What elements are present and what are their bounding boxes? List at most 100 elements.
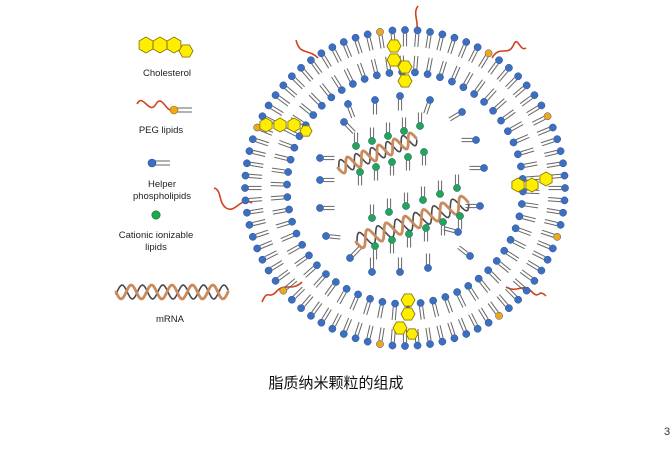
inner-phospholipid <box>280 229 301 242</box>
inner-phospholipid <box>357 62 369 83</box>
inner-phospholipid <box>436 60 447 82</box>
legend-label-mrna: mRNA <box>156 314 184 325</box>
page-number: 3 <box>664 426 671 438</box>
cationic-lipid <box>388 158 396 176</box>
cholesterol-ring <box>511 177 525 193</box>
outer-phospholipid <box>307 56 323 75</box>
inner-phospholipid <box>448 65 461 86</box>
cholesterol-ring <box>273 117 287 133</box>
outer-phospholipid <box>512 81 531 98</box>
inner-phospholipid <box>270 180 291 189</box>
outer-phospholipid <box>425 327 434 348</box>
outer-phospholipid <box>468 313 482 333</box>
outer-phospholipid <box>351 33 363 55</box>
peg-chain <box>295 39 319 59</box>
outer-phospholipid <box>248 229 270 241</box>
cholesterol-ring <box>397 60 413 74</box>
cationic-lipid <box>400 117 408 135</box>
inner-phospholipid <box>377 298 387 319</box>
cationic-lipid <box>456 212 464 230</box>
outer-phospholipid <box>536 123 557 136</box>
peg-lipid-legend-icon <box>136 99 192 115</box>
outer-phospholipid <box>288 286 306 304</box>
core-helper-lipid <box>396 257 404 276</box>
inner-phospholipid <box>299 103 318 119</box>
cationic-lipid <box>385 198 393 216</box>
cholesterol-ring <box>178 44 194 58</box>
cationic-lipid-legend-icon <box>151 210 161 220</box>
inner-lipid-layer <box>270 55 540 321</box>
cationic-lipid <box>402 192 410 210</box>
cationic-lipid <box>384 122 392 140</box>
inner-phospholipid <box>411 55 419 77</box>
inner-phospholipid <box>363 294 374 316</box>
inner-phospholipid <box>336 284 351 305</box>
legend-label-peg-lipids: PEG lipids <box>138 125 184 136</box>
legend-label-cholesterol: Cholesterol <box>142 68 192 79</box>
outer-phospholipid <box>531 250 552 264</box>
legend-label-helper-phospholipids: Helper phospholipids <box>132 179 192 202</box>
core-helper-lipid <box>344 100 356 119</box>
peg-lipid <box>376 327 385 348</box>
cationic-lipid <box>405 230 413 248</box>
peg-chain <box>261 281 303 303</box>
mrna-legend-icon <box>114 283 230 301</box>
core-helper-lipid <box>316 154 335 162</box>
outer-phospholipid <box>264 101 284 116</box>
cholesterol-ring <box>392 321 408 335</box>
outer-phospholipid <box>271 91 291 107</box>
lipid-nanoparticle <box>213 5 569 350</box>
inner-phospholipid <box>416 299 425 320</box>
legend-label-cationic-lipids: Cationic ionizable lipids <box>118 230 194 253</box>
cholesterol-ring <box>397 74 413 88</box>
core-helper-lipid <box>469 164 488 172</box>
inner-phospholipid <box>509 134 530 147</box>
core-helper-lipid <box>424 253 432 272</box>
inner-phospholipid <box>313 270 330 288</box>
peg-lipid <box>376 28 385 49</box>
outer-phospholipid <box>425 28 434 49</box>
core-helper-lipid <box>396 92 404 111</box>
inner-phospholipid <box>517 161 538 171</box>
outer-phospholipid <box>546 208 567 217</box>
inner-phospholipid <box>423 57 433 78</box>
figure-caption: 脂质纳米颗粒的组成 <box>268 374 404 392</box>
inner-phospholipid <box>272 205 293 215</box>
cholesterol-legend-icon <box>138 36 194 58</box>
cholesterol-ring <box>525 177 539 193</box>
core-helper-lipid <box>465 202 484 210</box>
peg-chain <box>491 41 527 59</box>
inner-phospholipid <box>453 288 467 308</box>
inner-phospholipid <box>484 266 502 284</box>
outer-phospholipid <box>457 317 471 338</box>
inner-phospholipid <box>324 278 340 297</box>
outer-phospholipid <box>258 250 279 264</box>
outer-phospholipid <box>248 135 270 147</box>
inner-phospholipid <box>504 121 524 136</box>
outer-phospholipid <box>548 184 569 192</box>
inner-phospholipid <box>515 212 536 223</box>
outer-phospholipid <box>536 240 557 253</box>
outer-phospholipid <box>436 325 447 346</box>
inner-phospholipid <box>303 261 321 278</box>
outer-phospholipid <box>241 184 262 192</box>
peg-lipid <box>540 229 562 241</box>
inner-phospholipid <box>271 167 292 176</box>
mrna-strand <box>354 194 470 250</box>
cationic-lipid <box>420 148 428 166</box>
inner-phospholipid <box>429 296 440 318</box>
cholesterol-ring <box>400 293 416 307</box>
cationic-lipid <box>453 174 461 192</box>
outer-phospholipid <box>401 26 409 47</box>
cholesterol-ring <box>405 328 419 340</box>
core-helper-lipid <box>368 257 376 276</box>
inner-phospholipid <box>349 290 362 311</box>
outer-phospholipid <box>245 218 266 229</box>
inner-phospholipid <box>319 83 336 102</box>
outer-phospholipid <box>447 321 459 343</box>
cholesterol-ring <box>539 171 553 187</box>
outer-phospholipid <box>288 72 306 90</box>
outer-phospholipid <box>413 26 422 48</box>
membrane-cholesterols <box>259 39 553 340</box>
